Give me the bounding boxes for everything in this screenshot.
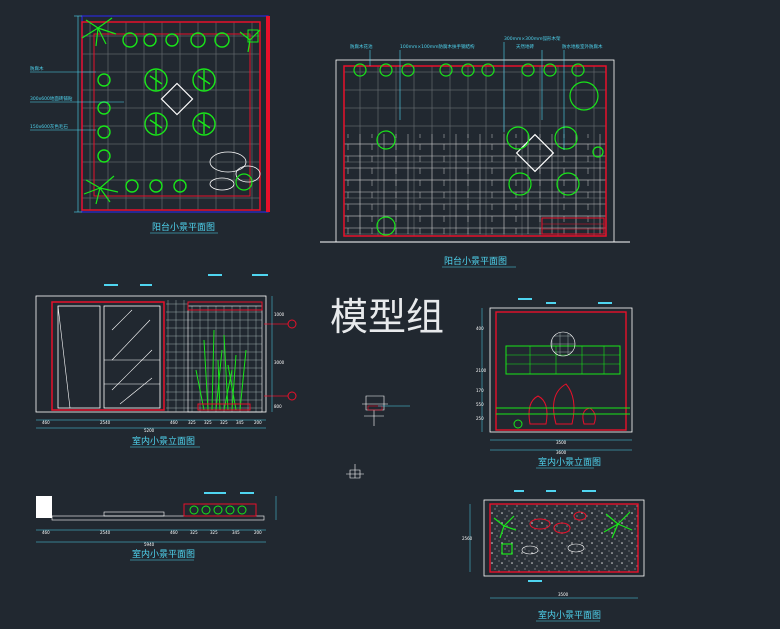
dim-le-6: 345 — [236, 420, 244, 425]
caption-balcony-plan: 阳台小景平面图 — [152, 221, 215, 233]
dim-lp-6: 200 — [254, 530, 262, 535]
dim-lp-0: 460 — [42, 530, 50, 535]
indoor-plan-right: 3500 2560 室内小景平面图 — [462, 490, 645, 622]
bp-label-3: 150x600灰色毛石 — [30, 123, 68, 130]
caption-indoor-plan-left: 室内小景平面图 — [132, 548, 195, 560]
dim-lev-1: 3000 — [274, 360, 285, 365]
dim-lev-0: 1000 — [274, 312, 285, 317]
dim-rev-3: 550 — [476, 402, 484, 407]
indoor-elevation-left: 460 2540 460 325 325 325 345 200 5200 10… — [35, 274, 297, 448]
dim-rev-1: 2100 — [476, 368, 487, 373]
caption-indoor-elevation-right: 室内小景立面图 — [538, 456, 601, 468]
dim-le-4: 325 — [204, 420, 212, 425]
dim-lp-5: 345 — [232, 530, 240, 535]
dim-lp-total: 5940 — [144, 542, 155, 547]
bp-label-2: 300x600地面砖铺贴 — [30, 95, 73, 102]
indoor-plan-left: 460 2540 460 325 325 345 200 5940 室内小景平面… — [36, 492, 277, 561]
balcony-plan: 防腐木 300x600地面砖铺贴 150x600灰色毛石 阳台小景平面图 — [30, 15, 270, 234]
dim-rev-2: 170 — [476, 388, 484, 393]
dim-lp-4: 325 — [210, 530, 218, 535]
dim-le-7: 200 — [254, 420, 262, 425]
dim-rpv-0: 2560 — [462, 536, 473, 541]
indoor-elevation-right: 3500 3600 400 2100 170 550 250 室内小景立面图 — [476, 298, 633, 469]
dim-re-0: 3500 — [556, 440, 567, 445]
balcony-elevation: 防腐木花池 100mm×100mm防腐木扶手钢结构 300mm×300mm弧形木… — [320, 35, 630, 268]
dim-le-5: 325 — [220, 420, 228, 425]
dim-le-total: 5200 — [144, 428, 155, 433]
be-label-4: 天然地砖 — [516, 43, 534, 50]
dim-lp-1: 2540 — [100, 530, 111, 535]
be-label-2: 100mm×100mm防腐木扶手钢结构 — [400, 43, 475, 50]
be-label-3: 300mm×300mm弧形木架 — [504, 35, 561, 42]
section-details — [346, 395, 410, 479]
dim-rp-0: 3500 — [558, 592, 569, 597]
caption-indoor-plan-right: 室内小景平面图 — [538, 609, 601, 621]
left-elev-dims: 460 2540 460 325 325 325 345 200 5200 10… — [42, 312, 285, 433]
watermark: 模型组 — [330, 295, 444, 339]
dim-re-1: 3600 — [556, 450, 567, 455]
dim-lp-2: 460 — [170, 530, 178, 535]
dim-lp-3: 325 — [190, 530, 198, 535]
bp-label-1: 防腐木 — [30, 65, 44, 72]
dim-rev-4: 250 — [476, 416, 484, 421]
be-label-1: 防腐木花池 — [350, 43, 373, 50]
caption-indoor-elevation-left: 室内小景立面图 — [132, 435, 195, 447]
dim-lev-2: 800 — [274, 404, 282, 409]
dim-le-1: 2540 — [100, 420, 111, 425]
be-label-5: 防水地板室外防腐木 — [562, 43, 603, 50]
dim-le-2: 460 — [170, 420, 178, 425]
caption-balcony-elevation: 阳台小景平面图 — [444, 255, 507, 267]
dim-le-3: 325 — [188, 420, 196, 425]
dim-le-0: 460 — [42, 420, 50, 425]
dim-rev-0: 400 — [476, 326, 484, 331]
